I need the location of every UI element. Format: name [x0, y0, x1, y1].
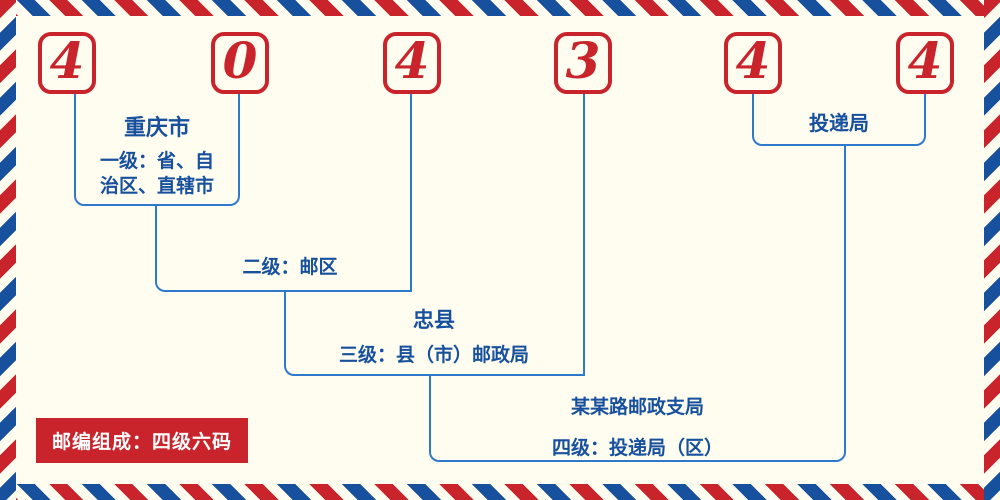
- postal-digit-box-1: 4: [38, 32, 96, 94]
- postal-digit-box-3: 4: [383, 32, 441, 94]
- connector-delivery-bracket: [752, 94, 926, 146]
- connector-level1-bracket: [74, 94, 240, 206]
- level4-description: 四级：投递局（区）: [551, 437, 723, 459]
- level3-description: 三级：县（市）邮政局: [338, 344, 529, 366]
- level3-county-name: 忠县: [413, 308, 455, 332]
- level2-description: 二级：邮区: [242, 256, 338, 278]
- level1-description-line2: 治区、直辖市: [99, 174, 214, 197]
- delivery-office-label: 投递局: [809, 111, 869, 135]
- level1-description-line1: 一级：省、自: [99, 150, 214, 172]
- connector-level4-elbow: [429, 376, 846, 462]
- airmail-border-bottom: [0, 484, 1000, 500]
- level4-label-group: 某某路邮政支局 四级：投递局（区）: [500, 392, 775, 460]
- postal-code-composition-badge: 邮编组成：四级六码: [36, 418, 249, 463]
- level1-label-group: 重庆市 一级：省、自 治区、直辖市: [76, 110, 238, 198]
- airmail-border-right: [984, 0, 1000, 500]
- airmail-border-top: [0, 0, 1000, 16]
- level3-label-group: 忠县 三级：县（市）邮政局: [323, 304, 545, 368]
- connector-level3-vertical: [583, 94, 585, 376]
- postal-digit-box-2: 0: [211, 32, 269, 94]
- connector-level4-vertical: [844, 146, 846, 378]
- postal-digit-box-5: 4: [724, 32, 782, 94]
- postal-digit-box-4: 3: [554, 32, 612, 94]
- postal-digit-box-6: 4: [896, 32, 954, 94]
- connector-level2-vertical: [410, 94, 412, 292]
- airmail-border-left: [0, 0, 16, 500]
- level1-city-name: 重庆市: [123, 116, 190, 141]
- level4-branch-name: 某某路邮政支局: [570, 396, 704, 418]
- connector-level2-elbow: [155, 206, 412, 292]
- connector-level3-elbow: [284, 290, 585, 376]
